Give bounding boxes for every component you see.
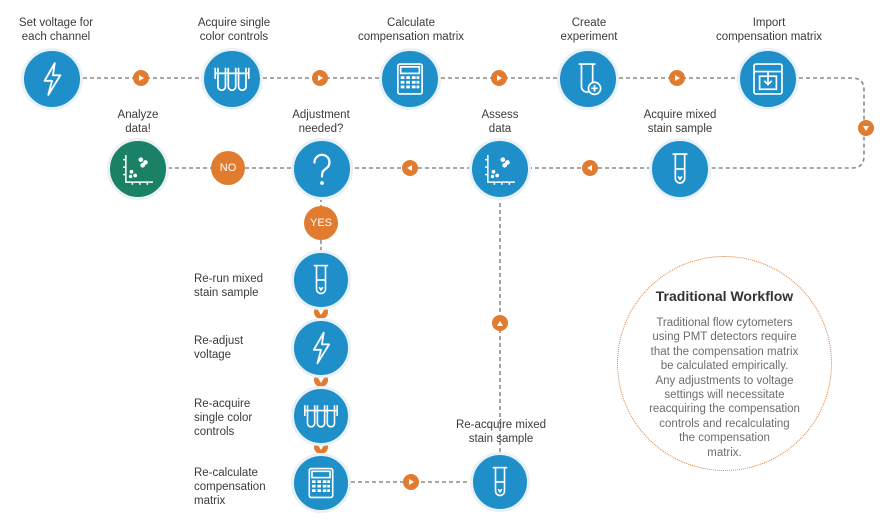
node-calculate-matrix [379,48,441,110]
node-import-matrix [737,48,799,110]
scatter-plot-icon [485,155,515,185]
step-label-acquire-single: Acquire single color controls [197,17,271,43]
decision-yes: YES [304,206,338,240]
step-label-import-matrix: Import compensation matrix [715,17,823,43]
node-set-voltage [21,48,83,110]
node-acquire-mixed [649,138,711,200]
scatter-plot-icon [123,155,153,185]
tubes-icon [214,67,250,92]
step-label-reacquire-single: Re-acquire single color controls [194,398,253,438]
import-tray-icon [753,63,783,95]
traditional-workflow-title: Traditional Workflow [655,288,794,304]
calculator-icon [397,63,423,95]
node-reacquire-mixed [470,452,530,512]
test-tube-icon [313,264,329,295]
node-recalculate-matrix [291,453,351,513]
lightning-icon [43,62,62,96]
step-label-assess-data: Assess data [481,109,519,135]
traditional-workflow-text: Traditional flow cytometers using PMT de… [649,317,800,459]
test-tube-icon [672,153,688,184]
node-analyze-data [107,138,169,200]
step-label-calculate-matrix: Calculate compensation matrix [357,17,465,43]
node-assess-data [469,138,531,200]
calculator-icon [308,467,334,499]
node-create-experiment [557,48,619,110]
traditional-workflow-circle [617,256,832,471]
test-tube-icon [492,466,508,497]
step-label-readjust-voltage: Re-adjust voltage [194,335,244,361]
question-icon [313,153,331,185]
step-label-adjustment-needed: Adjustment needed? [292,109,350,135]
node-readjust-voltage [291,318,351,378]
node-rerun-mixed [291,250,351,310]
step-label-reacquire-mixed: Re-acquire mixed stain sample [455,419,547,445]
step-label-set-voltage: Set voltage for each channel [18,17,94,43]
step-label-create-experiment: Create experiment [560,17,618,43]
decision-no: NO [211,151,245,185]
lightning-icon [312,331,330,365]
step-label-analyze-data: Analyze data! [117,109,159,135]
node-acquire-single [201,48,263,110]
tubes-icon [303,405,339,428]
node-adjustment-needed [291,138,353,200]
node-reacquire-single [291,386,351,446]
step-label-acquire-mixed: Acquire mixed stain sample [643,109,717,135]
step-label-recalculate-matrix: Re-calculate compensation matrix [194,467,266,507]
tube-plus-icon [578,63,602,96]
step-label-rerun-mixed: Re-run mixed stain sample [194,273,264,299]
